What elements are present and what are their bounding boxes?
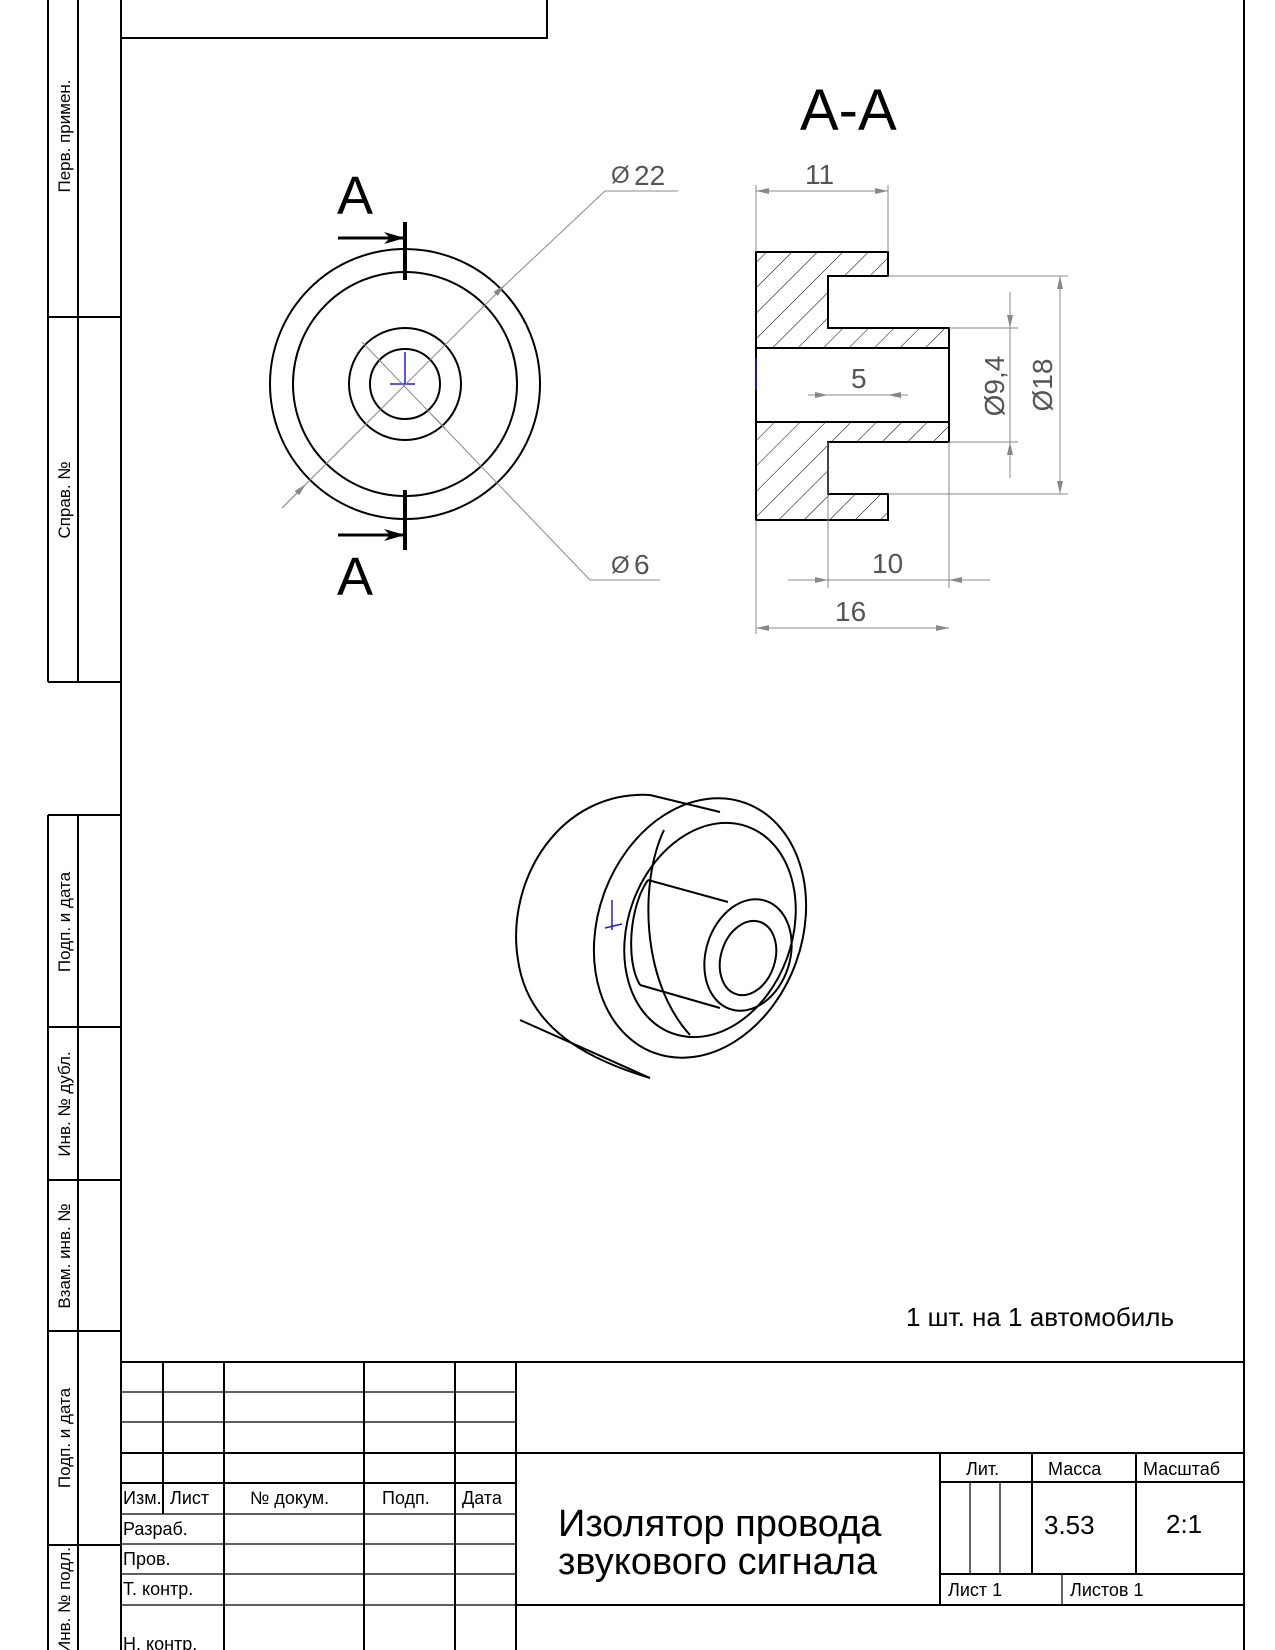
dim-d18: Ø18 — [1027, 359, 1058, 412]
dim-symbol-d22: Ø — [611, 162, 630, 189]
label-podp-data-2: Подп. и дата — [55, 1387, 74, 1488]
dim-d22: 22 — [634, 160, 665, 191]
label-perv-primen: Перв. примен. — [55, 79, 74, 192]
dim-l16: 16 — [835, 596, 866, 627]
label-podp-data-1: Подп. и дата — [55, 871, 74, 972]
massa-label: Масса — [1048, 1459, 1102, 1479]
sheet-frame — [120, 0, 1245, 1650]
cut-letter-top: А — [337, 166, 373, 226]
masshtab-value: 2:1 — [1166, 1509, 1202, 1539]
label-inv-no-podl: Инв. № подл. — [55, 1547, 74, 1650]
sheet-number: Лист 1 — [948, 1580, 1002, 1600]
header-izm: Изм. — [123, 1488, 162, 1508]
dim-l5: 5 — [851, 363, 867, 394]
role-prov: Пров. — [123, 1549, 171, 1569]
sheets-total: Листов 1 — [1070, 1580, 1144, 1600]
section-title: А-А — [800, 78, 897, 143]
header-list: Лист — [170, 1488, 209, 1508]
dim-l10: 10 — [872, 548, 903, 579]
side-strip: Перв. примен. Справ. № Подп. и дата Инв.… — [47, 0, 121, 1650]
dim-symbol-d6: Ø — [611, 552, 630, 579]
label-inv-no-dubl: Инв. № дубл. — [55, 1051, 74, 1156]
section-view: А-А 11 5 10 16 — [755, 78, 1068, 634]
masshtab-label: Масштаб — [1143, 1459, 1220, 1479]
document-title-line2: звукового сигнала — [558, 1541, 878, 1583]
header-data: Дата — [462, 1488, 503, 1508]
dim-l11: 11 — [805, 159, 834, 190]
role-t-kontr: Т. контр. — [123, 1579, 193, 1599]
header-podp: Подп. — [382, 1488, 430, 1508]
role-n-kontr: Н. контр. — [123, 1634, 197, 1650]
massa-value: 3.53 — [1044, 1510, 1095, 1540]
header-no-dokum: № докум. — [250, 1488, 329, 1508]
cut-letter-bottom: А — [337, 547, 373, 607]
document-title-line1: Изолятор провода — [558, 1503, 882, 1545]
quantity-note: 1 шт. на 1 автомобиль — [906, 1302, 1174, 1332]
front-view: Ø 22 Ø 6 А А — [269, 160, 678, 607]
dim-d9-4: Ø9,4 — [979, 356, 1010, 417]
lit-label: Лит. — [966, 1459, 999, 1479]
isometric-view — [515, 793, 808, 1079]
title-block: Изм. Лист № докум. Подп. Дата Разраб. Пр… — [121, 1361, 1244, 1650]
label-sprav-no: Справ. № — [55, 461, 74, 538]
role-razrab: Разраб. — [123, 1519, 188, 1539]
dim-d6: 6 — [634, 549, 650, 580]
label-vzam-inv-no: Взам. инв. № — [55, 1203, 74, 1308]
